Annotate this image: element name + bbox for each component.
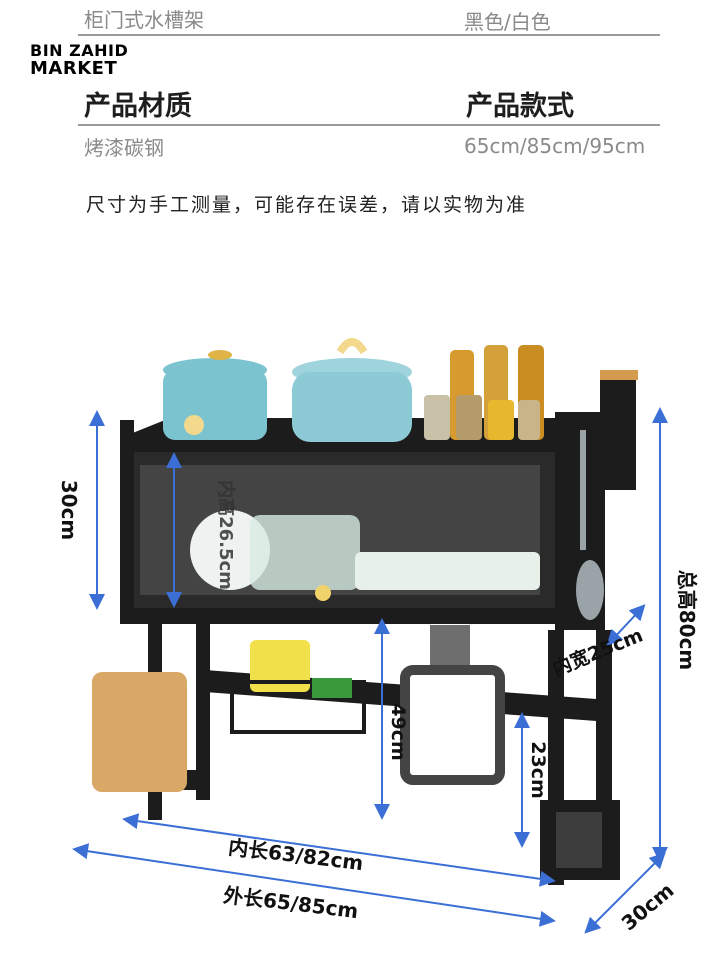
label-height-upper: 30cm: [57, 480, 81, 541]
spec-material-title: 产品材质: [84, 91, 192, 122]
watermark-line1: BIN ZAHID: [30, 41, 129, 60]
spec-color-value: 黑色/白色: [464, 10, 551, 34]
label-inner-height: 内高26.5cm: [215, 480, 237, 590]
pot-right: [292, 338, 412, 442]
label-depth: 30cm: [617, 878, 679, 935]
watermark-line2: MARKET: [30, 58, 118, 79]
plates: [190, 510, 540, 601]
spec-style-value: 65cm/85cm/95cm: [464, 134, 646, 158]
label-height-mid: 49cm: [387, 703, 409, 761]
rack-frame: [98, 412, 620, 885]
spec-style-title: 产品款式: [466, 91, 574, 122]
label-total-height: 总高80cm: [675, 570, 699, 671]
bottles: [424, 345, 544, 440]
product-illustration: 30cm 内高26.5cm 总高80cm 内宽25cm 49cm 23cm 内长…: [57, 338, 699, 935]
watermark-logo: BIN ZAHID MARKET: [30, 42, 128, 78]
label-height-lower: 23cm: [527, 741, 549, 799]
measurement-note: 尺寸为手工测量，可能存在误差，请以实物为准: [86, 194, 528, 216]
basket: [230, 640, 366, 734]
label-inner-length: 内长63/82cm: [227, 835, 365, 875]
pot-left: [163, 350, 267, 440]
utensil-holder: [600, 370, 638, 490]
spec-divider-bottom: [78, 124, 660, 126]
spec-material-value: 烤漆碳钢: [84, 136, 164, 160]
dimension-arrows: [72, 407, 668, 934]
spec-type-value: 柜门式水槽架: [84, 8, 204, 32]
spec-divider-top: [78, 34, 660, 36]
cutting-board: [92, 672, 187, 792]
knife-holder: [400, 625, 505, 785]
hanging-ladle: [576, 430, 604, 620]
